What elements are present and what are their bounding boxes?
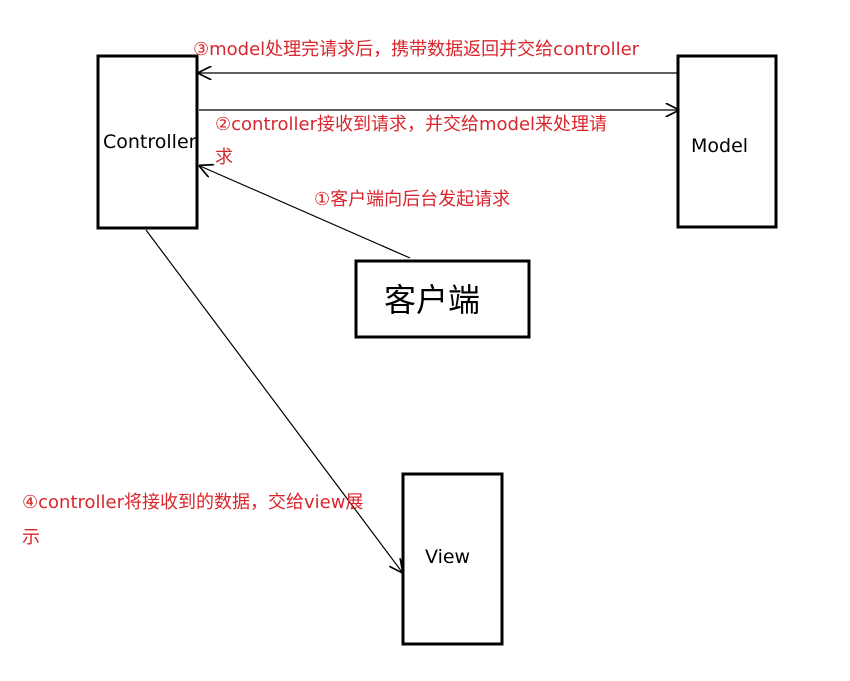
client-box: 客户端 [354, 259, 531, 339]
client-label: 客户端 [384, 281, 480, 319]
annotation-step2-line2: 求 [215, 147, 233, 168]
annotation-step2-line1: ②controller接收到请求，并交给model来处理请 [215, 114, 607, 135]
annotation-step4-line2: 示 [22, 527, 40, 548]
view-label: View [425, 546, 470, 568]
controller-label: Controller [103, 131, 197, 153]
annotation-step3: ③model处理完请求后，携带数据返回并交给controller [193, 39, 640, 60]
model-box: Model [676, 54, 778, 229]
arrow-client-to-controller [200, 166, 411, 259]
annotation-step4-line1: ④controller将接收到的数据，交给view展 [22, 492, 363, 513]
annotation-step1: ①客户端向后台发起请求 [314, 189, 510, 210]
arrow-controller-to-view [145, 229, 402, 572]
model-label: Model [691, 135, 748, 157]
controller-box: Controller [96, 54, 199, 230]
view-box: View [401, 472, 504, 646]
